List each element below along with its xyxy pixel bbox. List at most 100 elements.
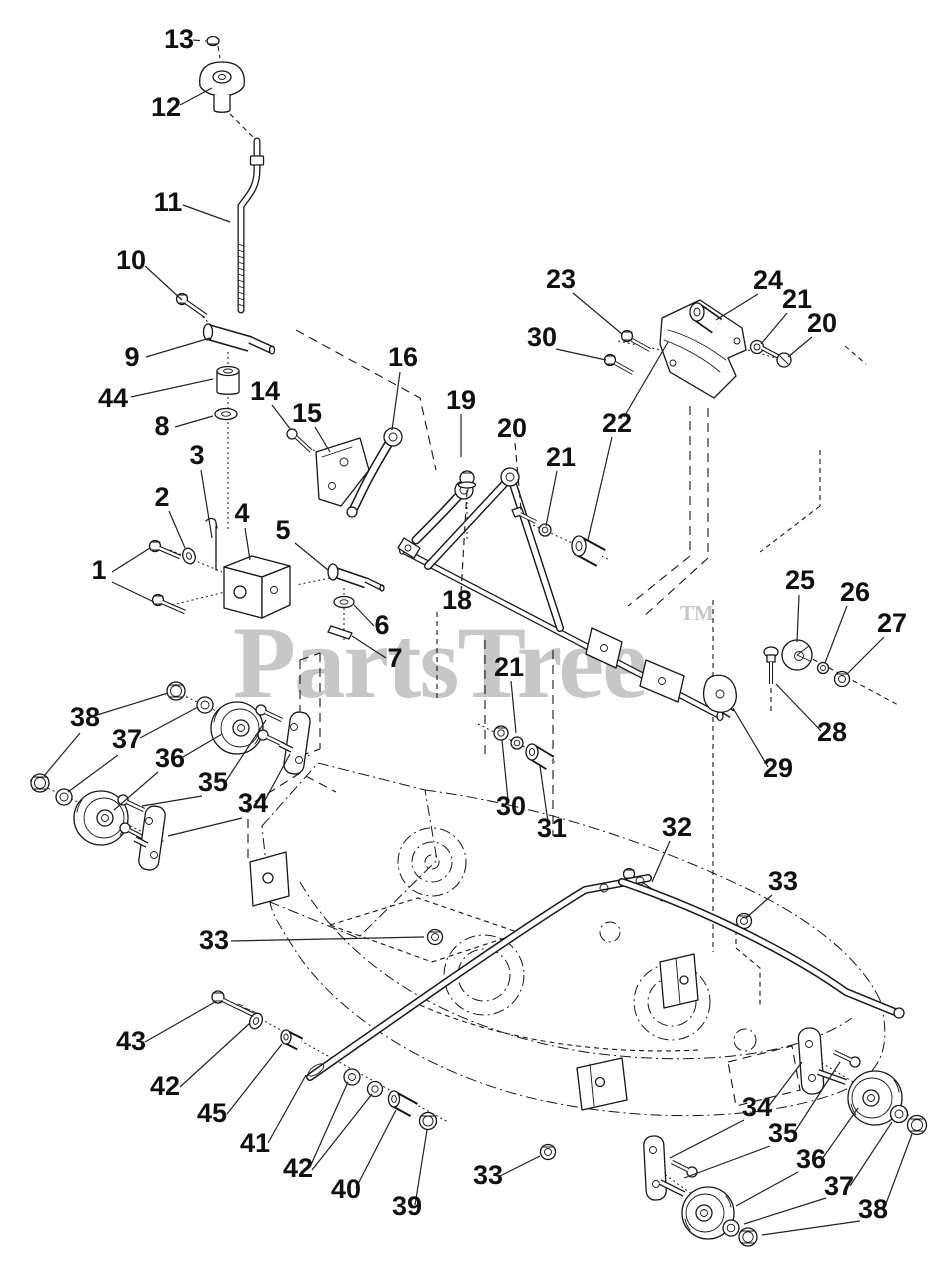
spacer-bushing-44: [216, 365, 240, 395]
leader-line-35: [793, 1061, 841, 1134]
nut-30-mid: [493, 725, 509, 741]
callout-36: 36: [155, 743, 185, 773]
callout-42: 42: [283, 1153, 313, 1183]
leader-line-3: [200, 469, 213, 539]
rod-bracket-plate: [585, 627, 685, 703]
leader-line-36: [821, 1107, 859, 1160]
callout-34: 34: [238, 788, 268, 818]
right-lower-wheel-set: [643, 1135, 758, 1247]
cam-lock-25: [781, 639, 813, 671]
callout-20: 20: [807, 308, 837, 338]
flange-nut-18: [457, 470, 477, 489]
roller-31: [525, 743, 555, 770]
callout-25: 25: [785, 565, 815, 595]
washer-21-low: [510, 736, 524, 750]
carriage-bolt-14: [286, 428, 313, 453]
callout-20: 20: [497, 413, 527, 443]
leader-line-24: [715, 293, 759, 321]
pivot-shaft-9: [202, 323, 276, 355]
callout-16: 16: [388, 342, 418, 372]
leader-line-42: [179, 1022, 251, 1088]
leader-line-37: [743, 1197, 827, 1225]
leader-line-8: [174, 415, 214, 428]
callout-38: 38: [858, 1194, 888, 1224]
callout-36: 36: [796, 1144, 826, 1174]
callout-38: 38: [70, 702, 100, 732]
roller-22-mid: [571, 535, 606, 567]
watermark-text: PartsTree: [233, 606, 646, 720]
leader-line-35: [683, 1145, 771, 1179]
callout-27: 27: [877, 608, 907, 638]
leader-line-22: [623, 341, 669, 418]
leader-line-5: [294, 542, 329, 571]
flat-washer-8: [214, 407, 238, 421]
leader-line-14: [271, 404, 292, 431]
leader-line-35: [225, 719, 267, 782]
leader-line-15: [314, 426, 331, 453]
leader-line-30: [555, 348, 607, 361]
wheel-bracket-34-upper-right: [797, 1027, 848, 1095]
callout-33: 33: [199, 925, 229, 955]
lift-link-16: [346, 427, 403, 518]
leader-line-31: [539, 765, 549, 823]
callout-19: 19: [446, 385, 476, 415]
gear-housing-4: [223, 555, 291, 619]
callout-41: 41: [240, 1128, 270, 1158]
square-key-7: [327, 625, 353, 640]
callout-10: 10: [116, 245, 146, 275]
deck-hanger-bracket-bottom: [576, 1057, 628, 1111]
lift-shaft-weldment: [397, 467, 724, 722]
index-bracket-22: [659, 299, 747, 399]
leader-line-37: [67, 754, 119, 793]
right-upper-wheel-set: [797, 1027, 928, 1136]
callout-43: 43: [116, 1026, 146, 1056]
leader-line-45: [226, 1043, 283, 1115]
leader-line-34: [263, 753, 291, 803]
deck-front-bracket: [249, 851, 290, 907]
callout-29: 29: [763, 753, 793, 783]
callout-34: 34: [742, 1092, 772, 1122]
callout-21: 21: [546, 442, 576, 472]
callout-6: 6: [374, 610, 389, 640]
callout-8: 8: [154, 411, 169, 441]
flange-nut-33-bottom: [539, 1143, 557, 1161]
caster-wheel-36-lower-right: [681, 1186, 735, 1240]
gusset-bracket-15: [315, 437, 370, 507]
watermark: PartsTree TM: [233, 601, 714, 720]
callout-42: 42: [150, 1071, 180, 1101]
caster-wheel-36-upper-left: [210, 701, 264, 755]
callout-39: 39: [392, 1191, 422, 1221]
caster-wheel-36-upper-right: [847, 1070, 903, 1126]
flange-nut-33-left: [426, 928, 444, 946]
leader-line-37: [849, 1121, 893, 1187]
callout-9: 9: [124, 342, 139, 372]
leader-line-40: [355, 1109, 397, 1189]
callout-35: 35: [198, 767, 228, 797]
rear-lift-arm: [618, 878, 905, 1019]
shoulder-bolt-20-upper: [760, 346, 792, 368]
left-upper-wheel-set: [166, 681, 311, 775]
callout-37: 37: [824, 1171, 854, 1201]
leader-line-18: [460, 489, 468, 594]
nut-27: [833, 670, 851, 688]
rod-threads: [237, 243, 245, 307]
mower-deck-phantom: [261, 762, 886, 1117]
leader-line-26: [824, 605, 848, 664]
leader-line-44: [130, 378, 214, 398]
leader-line-23: [572, 292, 623, 335]
washer-2: [182, 547, 196, 565]
leader-line-21: [510, 680, 517, 734]
leader-line-37: [139, 706, 199, 739]
leader-line-33: [745, 894, 773, 919]
leader-line-34: [767, 1061, 803, 1108]
callout-21: 21: [494, 652, 524, 682]
leader-line-38: [43, 732, 81, 777]
leader-line-36: [735, 1171, 799, 1207]
leader-line-27: [846, 636, 885, 675]
leader-line-11: [182, 204, 231, 223]
rod-clamp-29: [703, 674, 737, 718]
leader-line-1: [111, 581, 155, 603]
set-screw-10: [175, 292, 208, 319]
